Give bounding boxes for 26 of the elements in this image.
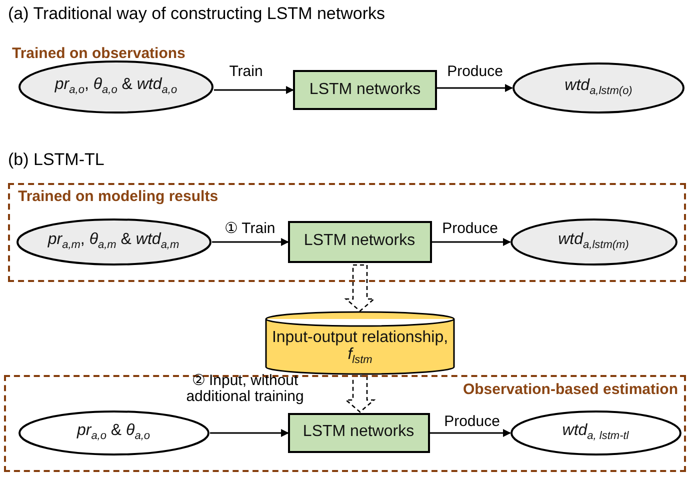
database-cylinder: Input-output relationship, f$_{lstm}$ [265, 312, 455, 374]
dashed-group-box [4, 375, 686, 472]
ellipse-node: pr$_{a,o}$, θ$_{a,o}$ & wtd$_{a,o}$ [18, 60, 214, 114]
ellipse-node: wtd$_{a,lstm(o)}$ [512, 62, 685, 114]
ellipse-node: wtd$_{a,lstm(m)}$ [510, 218, 678, 266]
arrow [432, 238, 511, 246]
section-heading: Trained on observations [12, 45, 186, 62]
panel-title: (a) Traditional way of constructing LSTM networks [8, 4, 385, 24]
dashed-group-box [8, 183, 686, 282]
arrow [430, 429, 511, 437]
ellipse-node: pr$_{a,o}$ & θ$_{a,o}$ [18, 410, 210, 456]
arrow [214, 86, 294, 94]
group-title: Trained on modeling results [18, 188, 218, 205]
arrow [210, 429, 289, 437]
block-arrow [344, 264, 376, 312]
arrow [212, 238, 289, 246]
process-box: LSTM networks [288, 412, 430, 452]
panel-title: (b) LSTM-TL [8, 150, 104, 170]
process-box: LSTM networks [288, 220, 432, 262]
ellipse-node: pr$_{a,m}$, θ$_{a,m}$ & wtd$_{a,m}$ [16, 218, 212, 266]
group-title: Observation-based estimation [462, 381, 678, 398]
ellipse-node: wtd$_{a, lstm-tl}$ [510, 410, 682, 456]
process-box: LSTM networks [293, 70, 437, 110]
edge-label: ② Input, without additional training [185, 373, 305, 404]
arrow [437, 84, 513, 92]
block-arrow [344, 375, 376, 413]
